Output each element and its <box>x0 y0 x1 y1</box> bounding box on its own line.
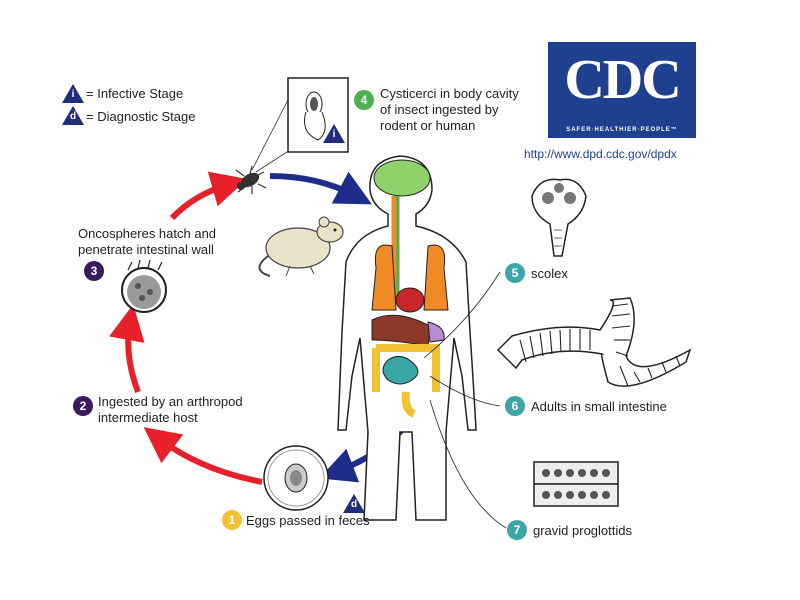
adult-worm-illustration <box>496 297 692 387</box>
insect-illustration <box>235 95 291 194</box>
scolex-illustration <box>531 178 587 257</box>
inset-infective-icon: i <box>323 124 345 143</box>
arrow-ingested-to-oncosphere <box>109 304 145 394</box>
step-2-label-line-2: intermediate host <box>98 410 198 425</box>
leader-adults <box>429 375 501 407</box>
arrow-insect-to-human <box>269 171 372 205</box>
cysticercus-inset <box>287 77 349 153</box>
step-3-label-line-2: penetrate intestinal wall <box>78 242 214 257</box>
human-body-illustration <box>337 155 477 521</box>
arrow-oncosphere-to-insect <box>169 171 248 221</box>
step-7-badge: 7 <box>507 520 527 540</box>
oncosphere-illustration <box>121 259 167 313</box>
step-5-label: scolex <box>531 266 568 281</box>
step-3-badge: 3 <box>84 261 104 281</box>
step-1-badge: 1 <box>222 510 242 530</box>
step-4-badge: 4 <box>354 90 374 110</box>
rodent-illustration <box>258 216 344 277</box>
step-1-label: Eggs passed in feces <box>246 513 370 528</box>
legend-diagnostic-label: = Diagnostic Stage <box>86 109 196 124</box>
legend-infective-label: = Infective Stage <box>86 86 184 101</box>
proglottids-illustration <box>533 461 619 507</box>
step-4-label-line-1: Cysticerci in body cavity <box>380 86 519 101</box>
step-2-label-line-1: Ingested by an arthropod <box>98 394 243 409</box>
step-4-label-line-3: rodent or human <box>380 118 476 133</box>
step-6-badge: 6 <box>505 396 525 416</box>
diagnostic-stage-icon: d <box>62 106 84 125</box>
cdc-url-link[interactable]: http://www.dpd.cdc.gov/dpdx <box>524 147 677 161</box>
leader-scolex <box>423 271 501 359</box>
step-7-label: gravid proglottids <box>533 523 632 538</box>
step-4-label-line-2: of insect ingested by <box>380 102 499 117</box>
infective-stage-icon: i <box>62 84 84 103</box>
cdc-logo: CDC SAFER·HEALTHIER·PEOPLE™ <box>548 42 696 138</box>
step-5-badge: 5 <box>505 263 525 283</box>
step-2-badge: 2 <box>73 396 93 416</box>
step-6-label: Adults in small intestine <box>531 399 667 414</box>
arrow-egg-to-arthropod <box>143 427 263 485</box>
step-3-label-line-1: Oncospheres hatch and <box>78 226 217 241</box>
leader-proglottids <box>429 399 507 529</box>
egg-diagnostic-icon: d <box>343 494 365 513</box>
egg-illustration <box>263 445 329 511</box>
